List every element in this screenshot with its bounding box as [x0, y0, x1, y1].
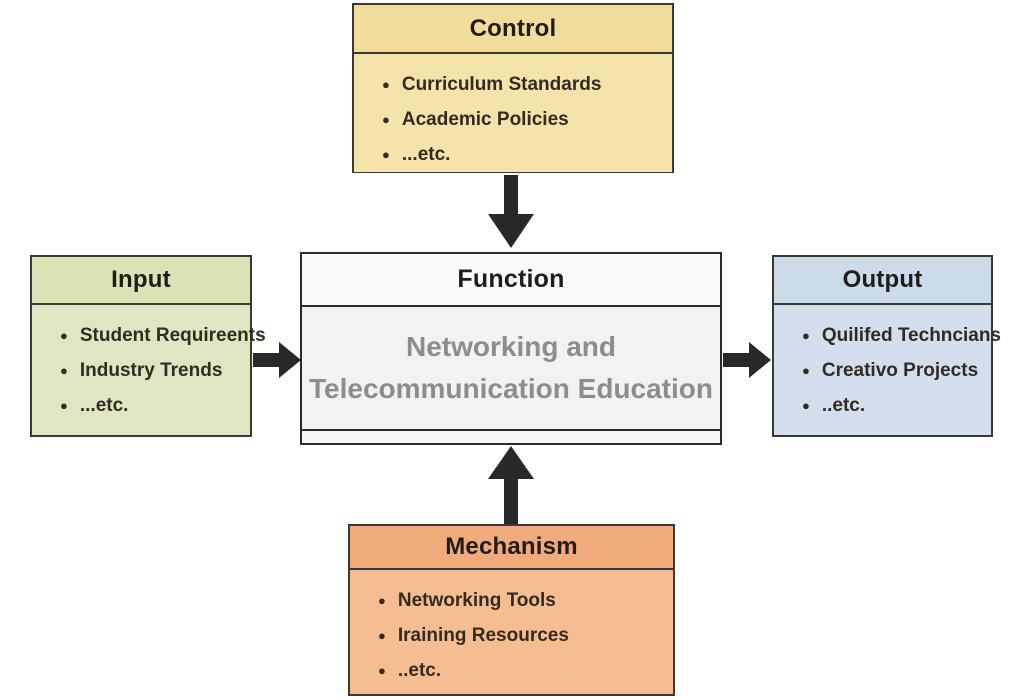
bullet-icon: ● — [802, 328, 810, 343]
function-box-description: Networking and Telecommunication Educati… — [302, 307, 720, 429]
list-item: ●Industry Trends — [60, 359, 223, 381]
bullet-icon: ● — [382, 112, 390, 127]
list-item: ●...etc. — [382, 143, 451, 165]
list-item: ●Creativo Projects — [802, 359, 979, 381]
output-box-list: ●Quilifed Techncians ●Creativo Projects … — [774, 305, 1001, 435]
mechanism-box: Mechanism ●Networking Tools ●Iraining Re… — [348, 524, 675, 696]
mechanism-to-function-arrow-shaft — [504, 478, 518, 524]
list-item: ●Academic Policies — [382, 108, 569, 130]
list-item: ●Student Requireents — [60, 324, 266, 346]
bullet-icon: ● — [378, 628, 386, 643]
mechanism-box-list: ●Networking Tools ●Iraining Resources ●.… — [350, 570, 673, 694]
bullet-icon: ● — [60, 398, 68, 413]
output-box-title: Output — [774, 257, 991, 305]
function-line: Networking and — [405, 331, 616, 362]
bullet-icon: ● — [378, 663, 386, 678]
list-item: ●..etc. — [378, 659, 442, 681]
list-item: ●Quilifed Techncians — [802, 324, 1001, 346]
input-box-title: Input — [32, 257, 250, 305]
bullet-icon: ● — [382, 147, 390, 162]
list-item: ●Iraining Resources — [378, 624, 569, 646]
control-box-list: ●Curriculum Standards ●Academic Policies… — [354, 54, 672, 172]
bullet-icon: ● — [378, 593, 386, 608]
input-box-list: ●Student Requireents ●Industry Trends ●.… — [32, 305, 266, 435]
bullet-icon: ● — [60, 363, 68, 378]
input-box: Input ●Student Requireents ●Industry Tre… — [30, 255, 266, 437]
function-line: Telecommunication Education — [309, 373, 713, 404]
bullet-icon: ● — [60, 328, 68, 343]
function-box: Function Networking and Telecommunicatio… — [300, 252, 722, 445]
mechanism-box-title: Mechanism — [350, 526, 673, 570]
bullet-icon: ● — [802, 398, 810, 413]
control-to-function-arrow-head — [488, 214, 534, 248]
control-to-function-arrow-shaft — [504, 175, 518, 215]
function-to-output-arrow-head — [749, 342, 771, 378]
mechanism-to-function-arrow-head — [488, 446, 534, 479]
list-item: ●Curriculum Standards — [382, 73, 602, 95]
control-box: Control ●Curriculum Standards ●Academic … — [352, 3, 674, 173]
bullet-icon: ● — [382, 77, 390, 92]
list-item: ●...etc. — [60, 394, 129, 416]
bullet-icon: ● — [802, 363, 810, 378]
control-box-title: Control — [354, 5, 672, 54]
list-item: ●..etc. — [802, 394, 866, 416]
input-to-function-arrow-shaft — [253, 353, 280, 367]
function-box-footer-strip — [302, 429, 720, 443]
output-box: Output ●Quilifed Techncians ●Creativo Pr… — [772, 255, 1001, 437]
input-to-function-arrow-head — [279, 342, 301, 378]
function-to-output-arrow-shaft — [723, 353, 750, 367]
function-box-title: Function — [302, 254, 720, 307]
list-item: ●Networking Tools — [378, 589, 556, 611]
